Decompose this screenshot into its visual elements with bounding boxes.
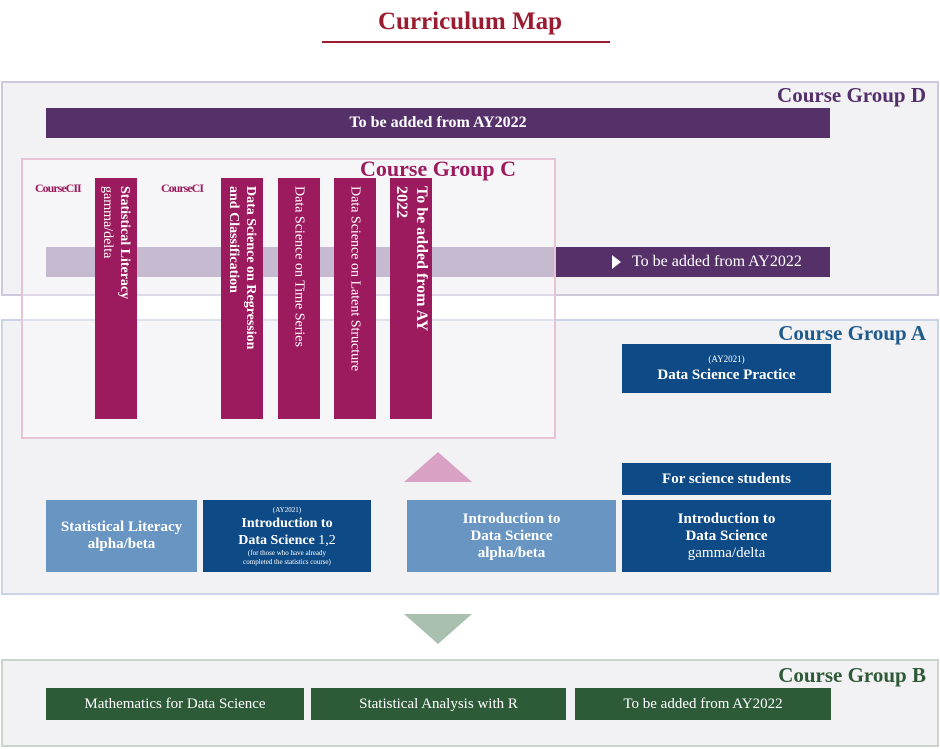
intro-ab-line3: alpha/beta — [477, 544, 546, 561]
intro-ab-line2: Data Science — [470, 527, 553, 544]
course-time-series: Data Science on Time Series — [278, 178, 320, 419]
arrow-right-icon — [612, 255, 621, 269]
group-d-bar-top: To be added from AY2022 — [46, 108, 830, 138]
column-line1: Data Science on Time Series — [291, 186, 307, 347]
group-d-bar-bottom-label: To be added from AY2022 — [610, 247, 802, 277]
title-underline — [322, 41, 610, 43]
course-group-a-label: Course Group A — [778, 321, 926, 345]
course-statistical-analysis-r: Statistical Analysis with R — [311, 688, 566, 720]
group-d-bar-bottom-text: To be added from AY2022 — [632, 253, 802, 270]
intro-gd-line2: Data Science — [685, 527, 768, 544]
practice-name: Data Science Practice — [657, 366, 796, 383]
practice-year: (AY2021) — [708, 353, 745, 364]
intro12-note1: (for those who have already — [247, 548, 327, 557]
intro12-num: 1,2 — [318, 532, 336, 548]
course-intro-data-science-1-2: (AY2021) Introduction to Data Science 1,… — [203, 500, 371, 572]
course-intro-data-science-gamma-delta: Introduction to Data Science gamma/delta — [622, 500, 831, 572]
intro-gd-line3: gamma/delta — [687, 544, 766, 561]
course-mathematics-data-science: Mathematics for Data Science — [46, 688, 304, 720]
intro12-note2: completed the statistics course) — [243, 557, 331, 566]
course-group-d-label: Course Group D — [777, 83, 926, 107]
column-line1: Data Science on Latent Structure — [347, 186, 363, 372]
intro12-year: (AY2021) — [272, 505, 302, 514]
science-students-header: For science students — [622, 463, 831, 495]
intro12-line2: Data Science — [238, 532, 315, 548]
column-line2: 2022 — [393, 186, 410, 218]
column-line1: To be added from AY — [413, 186, 430, 332]
course-data-science-practice: (AY2021) Data Science Practice — [622, 344, 831, 393]
column-line2: gamma/delta — [100, 186, 115, 259]
sl-line1: Statistical Literacy — [60, 519, 183, 535]
sl-line2: alpha/beta — [87, 536, 156, 552]
arrow-up-icon — [404, 452, 472, 482]
course-statistical-literacy-alpha-beta: Statistical Literacy alpha/beta — [46, 500, 197, 572]
intro-ab-line1: Introduction to — [462, 510, 561, 527]
intro12-line1: Introduction to — [241, 515, 333, 531]
course-group-c-label: Course Group C — [360, 156, 517, 181]
intro-gd-line1: Introduction to — [677, 510, 776, 527]
page-title: Curriculum Map — [377, 8, 563, 35]
course-intro-data-science-alpha-beta: Introduction to Data Science alpha/beta — [407, 500, 616, 572]
column-line2: and Classification — [226, 186, 241, 293]
column-line1: Data Science on Regression — [243, 186, 258, 350]
course-c1-tag: CourseCI — [161, 181, 204, 195]
course-b-to-be-added: To be added from AY2022 — [575, 688, 831, 720]
course-c2-tag: CourseCII — [35, 181, 82, 195]
arrow-down-icon — [404, 614, 472, 644]
column-line1: Statistical Literacy — [117, 186, 132, 300]
course-group-b-label: Course Group B — [778, 663, 926, 687]
course-latent-structure: Data Science on Latent Structure — [334, 178, 376, 419]
